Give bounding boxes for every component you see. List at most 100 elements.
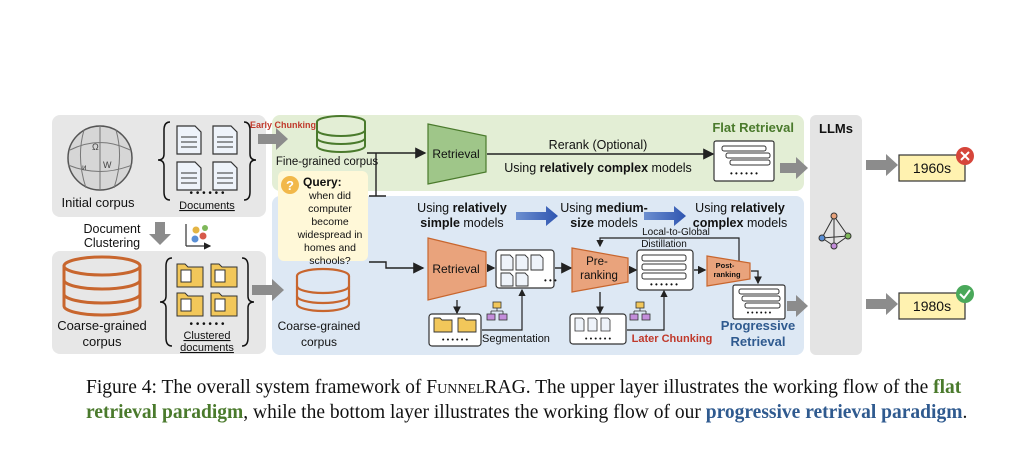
clustering-down-arrow <box>149 222 171 245</box>
using-medium-prefix: Using <box>560 201 595 215</box>
caption-part-3: , while the bottom layer illustrates the… <box>243 402 706 423</box>
figure-caption: Figure 4: The overall system framework o… <box>86 375 986 425</box>
segmentation-folders: • • • • • • <box>428 313 482 347</box>
segmentation-loop <box>482 288 526 331</box>
using-simple-prefix: Using <box>417 201 452 215</box>
coarse-corpus-small-label-1: Coarse-grained <box>278 319 361 333</box>
distillation-label-1: Local-to-Global <box>642 227 710 238</box>
llm-network-icon <box>818 212 852 250</box>
flat-retrieval-panel <box>272 115 804 191</box>
query-title: Query: <box>303 175 342 189</box>
using-simple-bold: relatively <box>453 201 507 215</box>
coarse-corpus-label-2: corpus <box>82 334 122 349</box>
rerank-label: Rerank (Optional) <box>549 138 648 152</box>
clustered-right-brace <box>241 257 255 347</box>
caption-system-name: FunnelRAG <box>426 377 526 398</box>
clustered-label-2: documents <box>180 342 234 354</box>
correct-icon-check <box>959 289 971 300</box>
progressive-title-2: Retrieval <box>731 334 786 349</box>
using-complex-line2: complex models <box>693 216 788 230</box>
distillation-loop <box>596 237 740 262</box>
distillation-label-2: Distillation <box>641 239 687 250</box>
llm-to-top-answer-arrow <box>866 154 898 176</box>
using-simple-line2: simple models <box>420 216 503 230</box>
query-box <box>278 171 368 261</box>
svg-text:• • • • • •: • • • • • • <box>730 169 758 178</box>
clustering-scatter-icon <box>185 224 210 246</box>
wrong-icon-cross <box>960 151 970 161</box>
fine-corpus-label: Fine-grained corpus <box>276 156 379 168</box>
using-medium-bold: medium- <box>596 201 648 215</box>
svg-text:• • • • • •: • • • • • • <box>650 280 678 289</box>
right-brace <box>243 121 257 201</box>
flat-using-models: Using relatively complex models <box>504 161 692 175</box>
flat-to-llm-arrow <box>780 157 808 179</box>
using-complex-bold: relatively <box>731 201 785 215</box>
segmentation-tree-icon <box>486 301 508 321</box>
query-line: homes and <box>304 242 356 254</box>
candidate-passages: • • • • • • <box>636 249 694 291</box>
folder-icons <box>176 263 238 317</box>
coarse-corpus-small-label-2: corpus <box>301 335 337 349</box>
postranking-to-result-arrow <box>751 270 762 285</box>
blue-arrow-2 <box>644 206 686 226</box>
post-ranking-funnel <box>706 255 751 287</box>
coarse-arrow <box>252 279 284 301</box>
fine-corpus-database-icon <box>316 115 366 153</box>
later-chunking-label: Later Chunking <box>632 333 713 345</box>
using-simple-suffix: models <box>460 216 504 230</box>
post-ranking-label-2: ranking <box>713 270 741 279</box>
pre-ranking-label-2: ranking <box>580 270 618 282</box>
using-medium-suffix: models <box>594 216 638 230</box>
segmentation-label: Segmentation <box>482 333 550 345</box>
initial-corpus-label: Initial corpus <box>62 195 135 210</box>
flat-result-stack: • • • • • • <box>713 140 775 182</box>
later-chunking-docs: • • • • • • <box>569 313 627 345</box>
using-complex-suffix: models <box>743 216 787 230</box>
documents-dots: • • • • • • <box>190 188 225 199</box>
query-to-bottom-line <box>369 261 425 274</box>
svg-text:W: W <box>103 160 112 170</box>
using-medium-line1: Using medium- <box>560 201 648 215</box>
svg-text:• • • • • •: • • • • • • <box>747 310 772 317</box>
candidate-docs-1: • • • <box>495 249 557 289</box>
caption-part-4: . <box>962 402 968 423</box>
using-medium-bold2: size <box>570 216 594 230</box>
svg-text:Ω: Ω <box>92 142 99 152</box>
svg-text:• • •: • • • <box>544 276 557 285</box>
doc-clustering-label-1: Document <box>84 222 141 236</box>
flat-using-suffix: models <box>648 161 692 175</box>
query-line: when did <box>308 190 351 202</box>
question-icon-glyph: ? <box>286 178 294 193</box>
early-chunking-arrow <box>258 128 288 150</box>
svg-text:• • • • • •: • • • • • • <box>585 334 612 343</box>
progressive-retrieval-label: Retrieval <box>432 262 479 276</box>
early-chunking-label: Early Chunking <box>250 120 316 130</box>
progressive-to-llm-arrow <box>787 295 808 317</box>
svg-text:и: и <box>82 163 86 172</box>
query-line: computer <box>308 203 352 215</box>
progressive-retrieval-funnel <box>427 237 487 301</box>
using-simple-bold2: simple <box>420 216 460 230</box>
caption-flat-paradigm: flat retrieval paradigm <box>86 377 962 423</box>
clustered-dots: • • • • • • <box>190 319 225 330</box>
doc-clustering-label-2: Clustering <box>84 236 140 250</box>
question-icon <box>281 176 299 194</box>
caption-progressive-paradigm: progressive retrieval paradigm <box>705 402 963 423</box>
answer-top-box <box>898 154 966 182</box>
progressive-result-stack: • • • • • • <box>732 284 786 320</box>
flat-using-prefix: Using <box>504 161 539 175</box>
answer-bottom: 1980s <box>913 298 951 314</box>
clustered-label-1: Clustered <box>183 330 230 342</box>
using-complex-bold2: complex <box>693 216 744 230</box>
using-complex-prefix: Using <box>695 201 730 215</box>
coarse-corpus-database-icon <box>62 255 142 317</box>
caption-part-2: . The upper layer illustrates the workin… <box>525 377 934 398</box>
query-line: become <box>311 216 349 228</box>
post-ranking-label-1: Post- <box>716 261 735 270</box>
llm-panel <box>810 115 862 355</box>
documents-label: Documents <box>179 200 235 212</box>
flat-retrieval-label: Retrieval <box>432 147 479 161</box>
document-icons <box>176 125 238 191</box>
